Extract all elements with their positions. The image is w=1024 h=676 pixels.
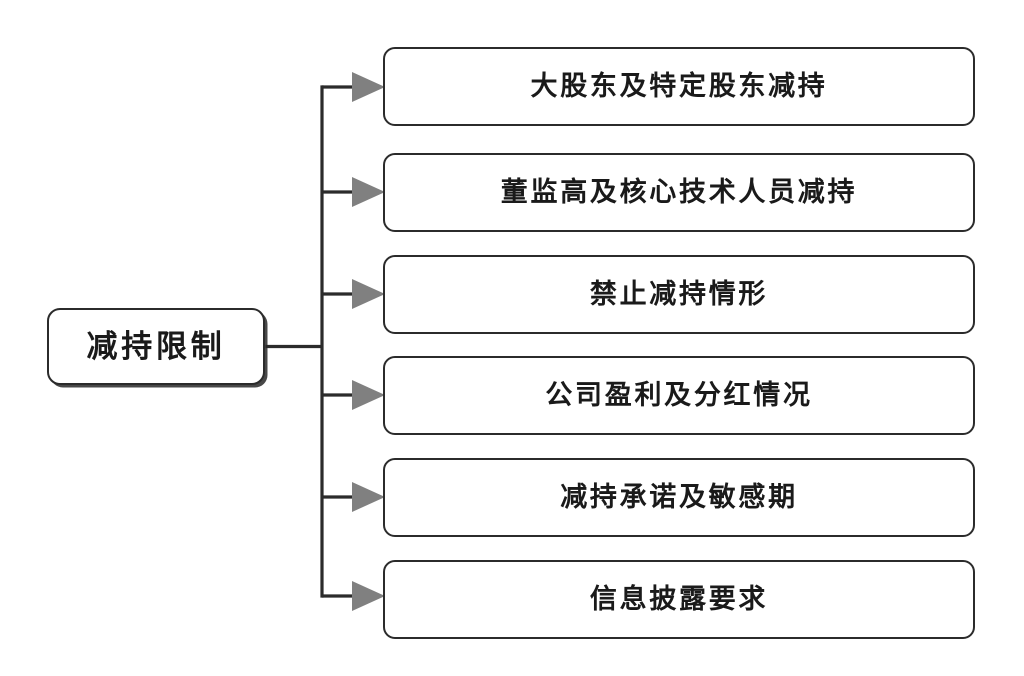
arrowhead-icon-0 — [352, 72, 385, 102]
branch-node-label-5: 信息披露要求 — [589, 584, 769, 614]
branch-node-label-3: 公司盈利及分红情况 — [545, 380, 813, 410]
branch-node-label-1: 董监高及核心技术人员减持 — [500, 177, 858, 207]
arrowhead-icon-4 — [352, 482, 385, 512]
branch-node-xin-xi-pi-lu[interactable]: 信息披露要求 — [383, 560, 975, 639]
branch-node-ying-li-fen-hong[interactable]: 公司盈利及分红情况 — [383, 356, 975, 435]
branch-node-label-4: 减持承诺及敏感期 — [560, 482, 798, 512]
branch-node-dong-jian-gao[interactable]: 董监高及核心技术人员减持 — [383, 153, 975, 232]
arrowhead-icon-5 — [352, 581, 385, 611]
root-node-label: 减持限制 — [86, 329, 226, 364]
branch-node-da-gu-dong[interactable]: 大股东及特定股东减持 — [383, 47, 975, 126]
arrowhead-icon-2 — [352, 279, 385, 309]
branch-node-jin-zhi-jian-chi[interactable]: 禁止减持情形 — [383, 255, 975, 334]
root-node[interactable]: 减持限制 — [47, 308, 265, 385]
branch-node-label-0: 大股东及特定股东减持 — [530, 71, 828, 101]
branch-node-cheng-nuo-min-gan-qi[interactable]: 减持承诺及敏感期 — [383, 458, 975, 537]
arrowhead-icon-3 — [352, 380, 385, 410]
branch-node-label-2: 禁止减持情形 — [589, 279, 769, 309]
arrowhead-icon-1 — [352, 177, 385, 207]
